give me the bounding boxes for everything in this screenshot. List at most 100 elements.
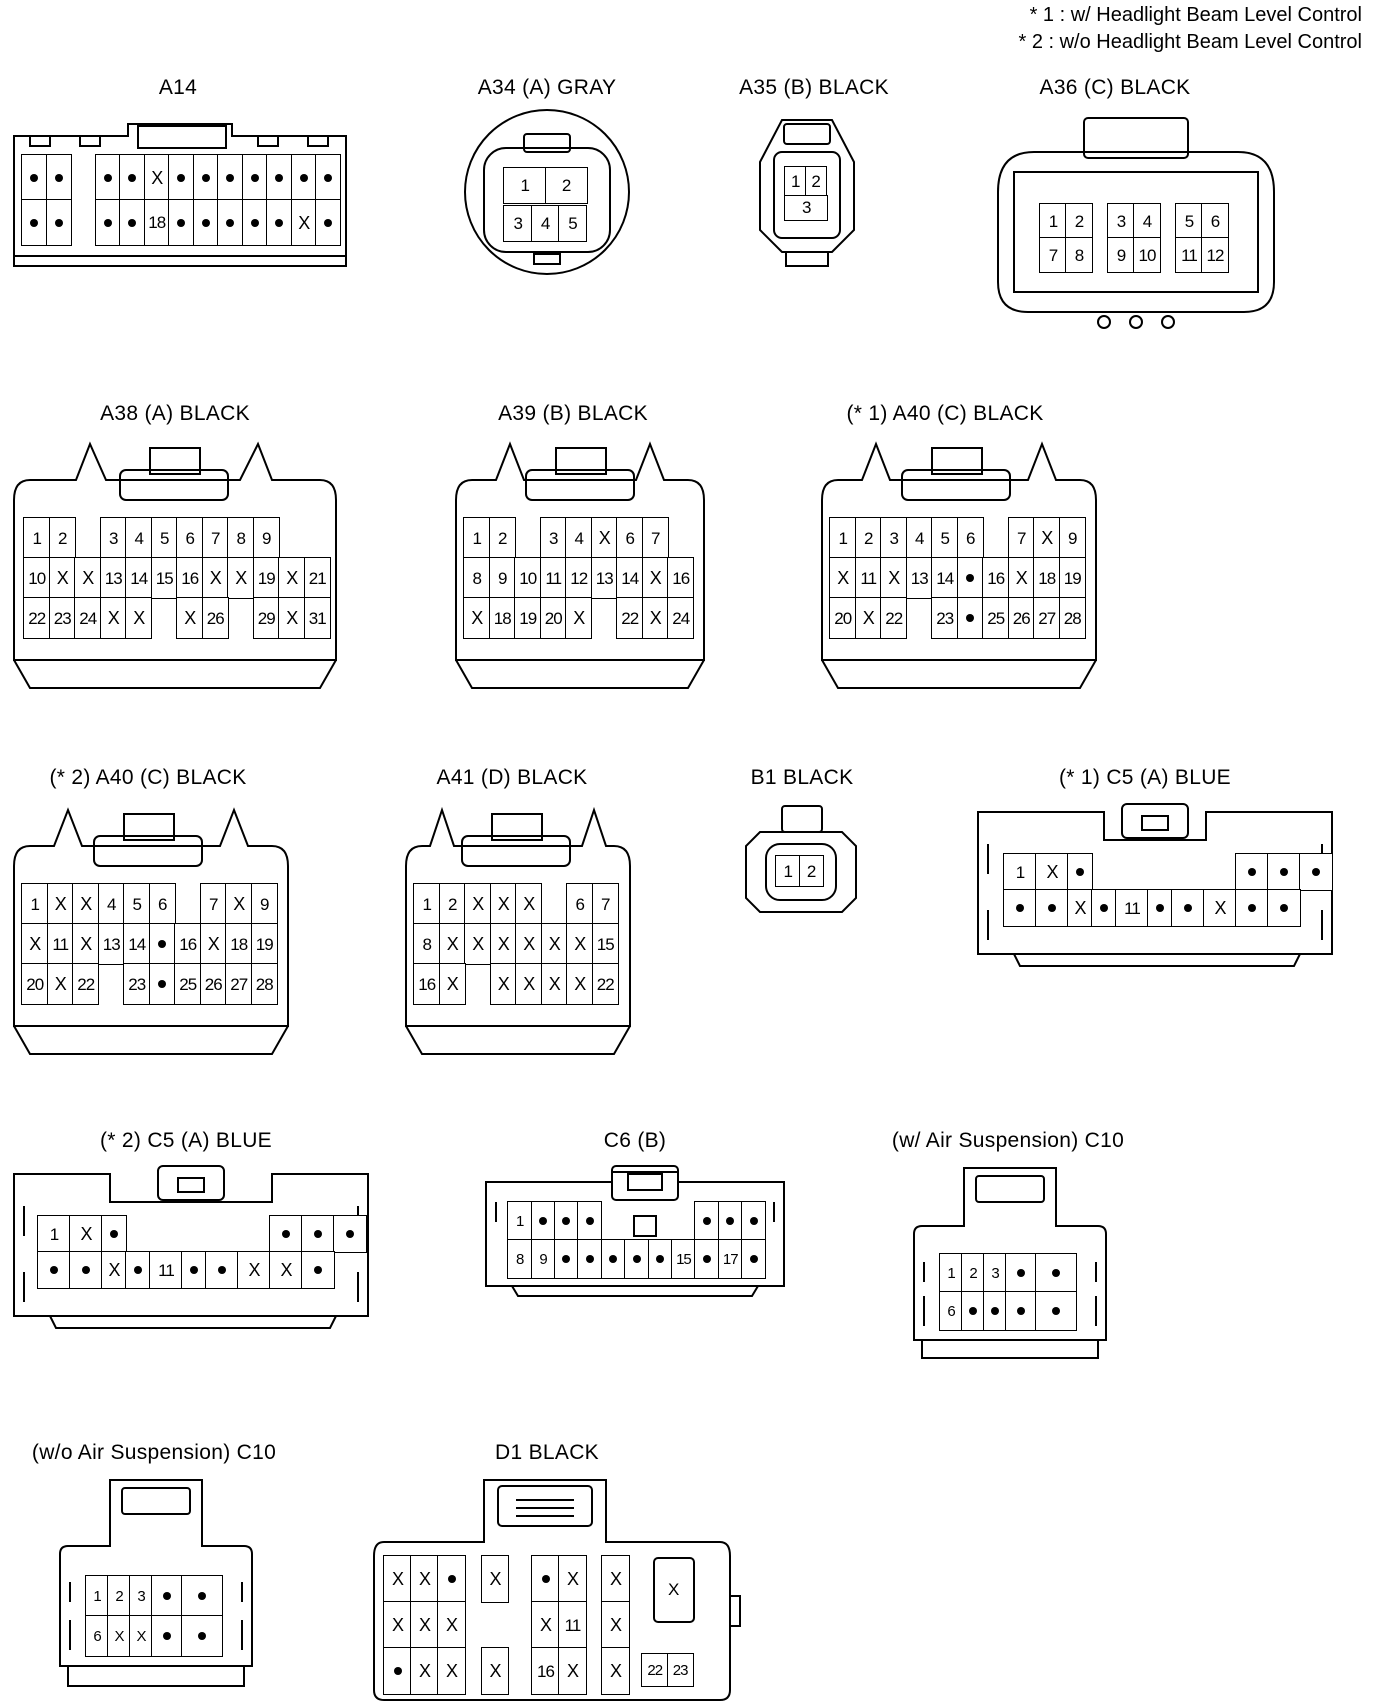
- pin: 11: [46, 923, 74, 965]
- unused-pin-dot: [315, 199, 342, 246]
- no-pin-x: X: [829, 557, 857, 599]
- pin: 4: [125, 517, 153, 559]
- no-pin-x: X: [410, 1555, 439, 1603]
- no-pin-x: X: [464, 883, 492, 925]
- pin: 6: [85, 1615, 109, 1657]
- label-b1: B1 BLACK: [750, 766, 854, 789]
- label-a34: A34 (A) GRAY: [477, 76, 617, 99]
- b1-pin: 1: [775, 855, 801, 888]
- pin: 14: [616, 557, 644, 599]
- unused-pin-dot: [94, 154, 121, 201]
- no-pin-x: X: [438, 923, 466, 965]
- label-c6: C6 (B): [603, 1129, 667, 1152]
- pin: 5: [931, 517, 959, 559]
- pin: 2: [438, 883, 466, 925]
- empty-slot: [125, 1215, 151, 1253]
- unused-pin-dot: [1035, 1253, 1077, 1293]
- pin: 16: [982, 557, 1010, 599]
- no-pin-x: X: [410, 1647, 439, 1695]
- unused-pin-dot: [530, 1201, 556, 1241]
- no-pin-x: X: [601, 1555, 630, 1603]
- unused-pin-dot: [21, 154, 48, 201]
- unused-pin-dot: [266, 199, 293, 246]
- no-pin-x: X: [464, 923, 492, 965]
- pin: 2: [488, 517, 516, 559]
- pin: 9: [488, 557, 516, 599]
- unused-pin-dot: [1235, 889, 1269, 927]
- empty-slot: [1171, 853, 1205, 891]
- pin: 5: [123, 883, 151, 925]
- empty-slot: [1091, 203, 1109, 239]
- pin: 3: [983, 1253, 1007, 1293]
- no-pin-x: X: [854, 597, 882, 639]
- pin: 27: [225, 963, 253, 1005]
- pin: 24: [74, 597, 102, 639]
- pin: 2: [107, 1575, 131, 1617]
- pin: 4: [97, 883, 125, 925]
- no-pin-x: X: [590, 517, 618, 559]
- pin: 14: [123, 923, 151, 965]
- pin: 23: [123, 963, 151, 1005]
- empty-slot: [1091, 237, 1109, 273]
- unused-pin-dot: [45, 154, 72, 201]
- pin: 23: [48, 597, 76, 639]
- label-a41: A41 (D) BLACK: [436, 766, 588, 789]
- unused-pin-dot: [101, 1215, 127, 1253]
- no-pin-x: X: [531, 1601, 560, 1649]
- no-pin-x: X: [225, 883, 253, 925]
- empty-slot: [1091, 853, 1117, 891]
- pin: 22: [23, 597, 51, 639]
- empty-slot: [181, 1215, 207, 1253]
- empty-slot: [648, 1201, 673, 1241]
- unused-pin-dot: [301, 1251, 335, 1289]
- b1-pin: 2: [798, 855, 824, 888]
- no-pin-x: X: [101, 1251, 127, 1289]
- unused-pin-dot: [241, 199, 268, 246]
- pin: 16: [531, 1647, 560, 1695]
- unused-pin-dot: [600, 1239, 626, 1279]
- no-pin-x: X: [489, 963, 517, 1005]
- a34-pin-grid: 1 2 3 4 5: [503, 167, 590, 242]
- pin: 19: [514, 597, 542, 639]
- pin: 3: [1107, 203, 1135, 239]
- a34-pin: 4: [530, 204, 560, 242]
- empty-slot: [591, 597, 618, 639]
- pin: 22: [616, 597, 644, 639]
- no-pin-x: X: [72, 883, 100, 925]
- empty-slot: [70, 199, 96, 246]
- legend-line-1: * 1 : w/ Headlight Beam Level Control: [1029, 4, 1362, 26]
- pin: 22: [880, 597, 908, 639]
- pin: 12: [565, 557, 593, 599]
- unused-pin-dot: [119, 154, 146, 201]
- pin: 1: [1003, 853, 1037, 891]
- unused-pin-dot: [1299, 853, 1333, 891]
- pin: 1: [21, 883, 49, 925]
- pin: 15: [591, 923, 619, 965]
- pin: 17: [717, 1239, 743, 1279]
- a35-pin: 2: [804, 166, 827, 197]
- legend-line-2: * 2 : w/o Headlight Beam Level Control: [1018, 31, 1362, 53]
- connector-a34: 1 2 3 4 5: [462, 106, 632, 278]
- unused-pin-dot: [1005, 1253, 1037, 1293]
- no-pin-x: X: [515, 963, 543, 1005]
- pin: 22: [591, 963, 619, 1005]
- pin: 20: [539, 597, 567, 639]
- pin: 26: [201, 597, 229, 639]
- pin: 1: [37, 1215, 71, 1253]
- pin: 29: [252, 597, 280, 639]
- pin: 4: [1133, 203, 1161, 239]
- empty-slot: [541, 883, 568, 925]
- empty-slot: [1147, 853, 1173, 891]
- no-pin-x: X: [201, 557, 229, 599]
- pin: 6: [566, 883, 594, 925]
- pin: 12: [1201, 237, 1229, 273]
- unused-pin-dot: [151, 1575, 183, 1617]
- pin: 7: [199, 883, 227, 925]
- empty-slot: [1159, 203, 1177, 239]
